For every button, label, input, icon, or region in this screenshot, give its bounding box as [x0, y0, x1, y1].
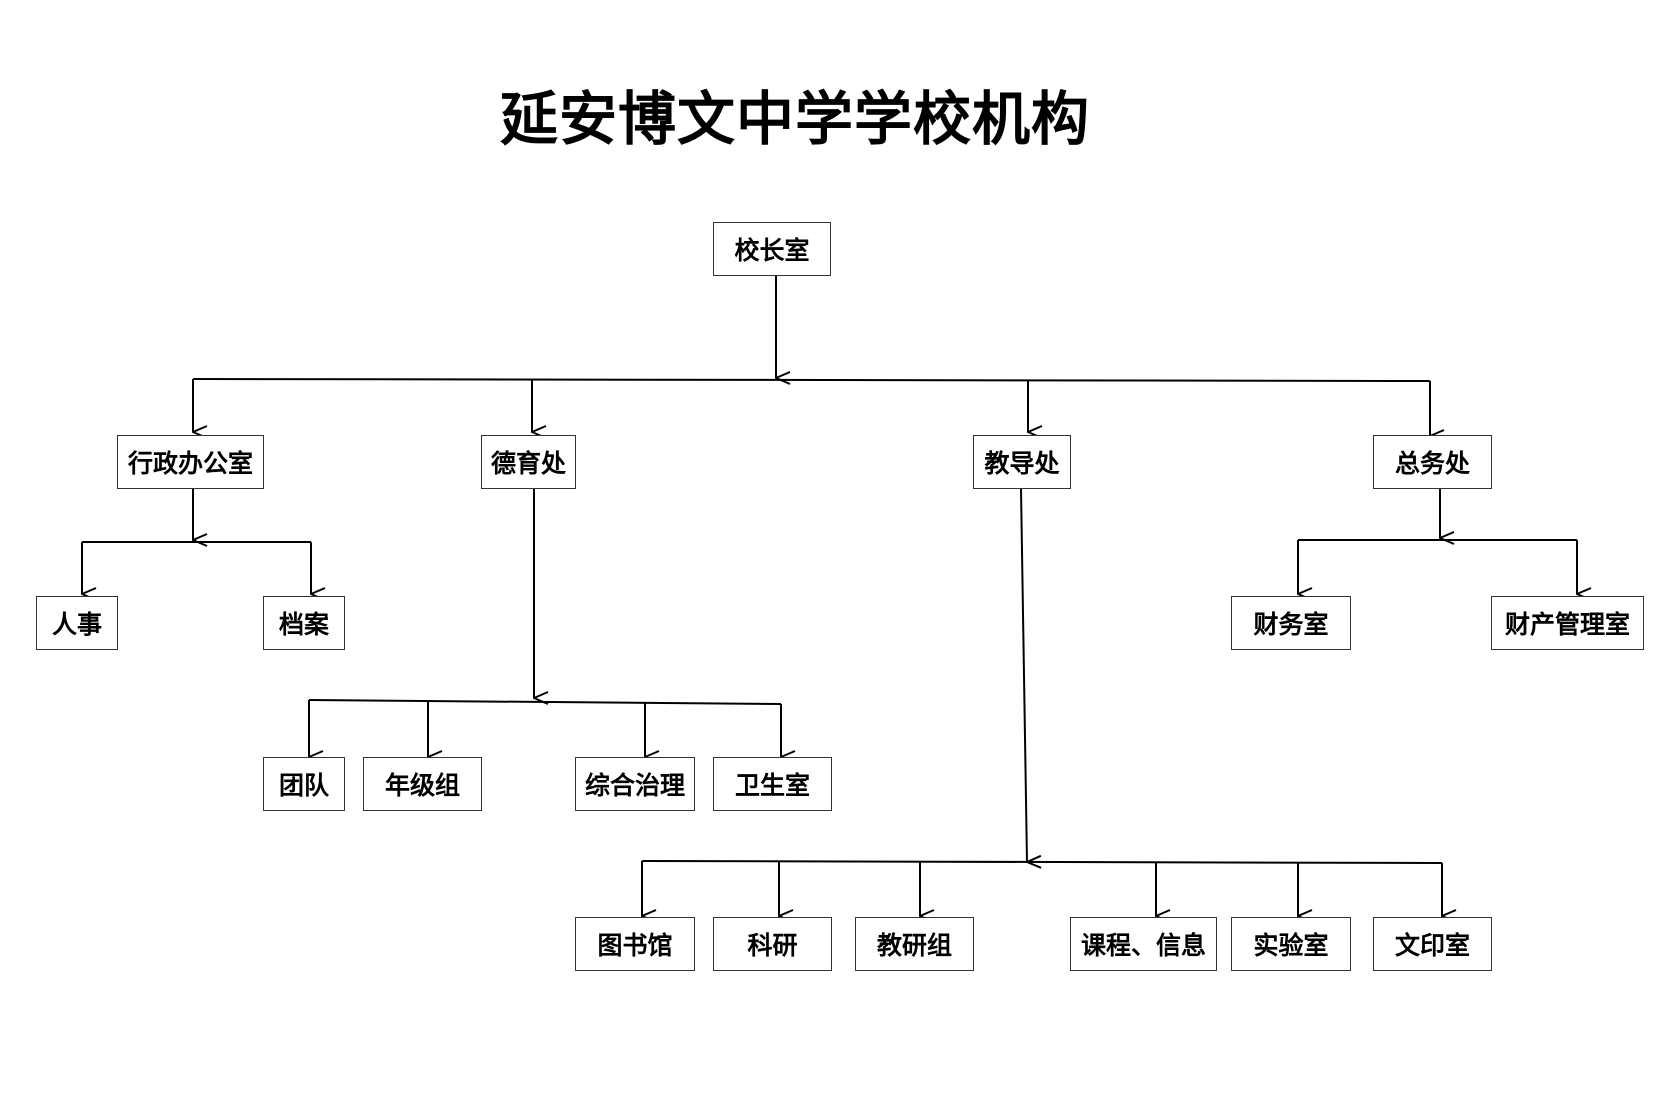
connector [308, 699, 782, 705]
node-health-room: 卫生室 [713, 757, 832, 811]
node-course-information: 课程、信息 [1070, 917, 1217, 971]
connector [192, 378, 1431, 382]
node-admin-office: 行政办公室 [117, 435, 264, 489]
node-general-affairs: 总务处 [1373, 435, 1492, 489]
node-personnel: 人事 [36, 596, 118, 650]
node-archives: 档案 [263, 596, 345, 650]
node-moral-education: 德育处 [481, 435, 576, 489]
node-research: 科研 [713, 917, 832, 971]
node-comprehensive-governance: 综合治理 [575, 757, 695, 811]
connector [1020, 488, 1027, 862]
node-property-management: 财产管理室 [1491, 596, 1644, 650]
node-laboratory: 实验室 [1231, 917, 1351, 971]
node-grade-group: 年级组 [363, 757, 482, 811]
node-finance-office: 财务室 [1231, 596, 1351, 650]
node-printing-room: 文印室 [1373, 917, 1492, 971]
diagram-title: 延安博文中学学校机构 [499, 85, 1090, 153]
node-teaching-affairs: 教导处 [973, 435, 1071, 489]
node-library: 图书馆 [575, 917, 695, 971]
node-youth-league: 团队 [263, 757, 345, 811]
node-teaching-research-group: 教研组 [855, 917, 974, 971]
connector [641, 860, 1443, 864]
node-principal-office: 校长室 [713, 222, 831, 276]
